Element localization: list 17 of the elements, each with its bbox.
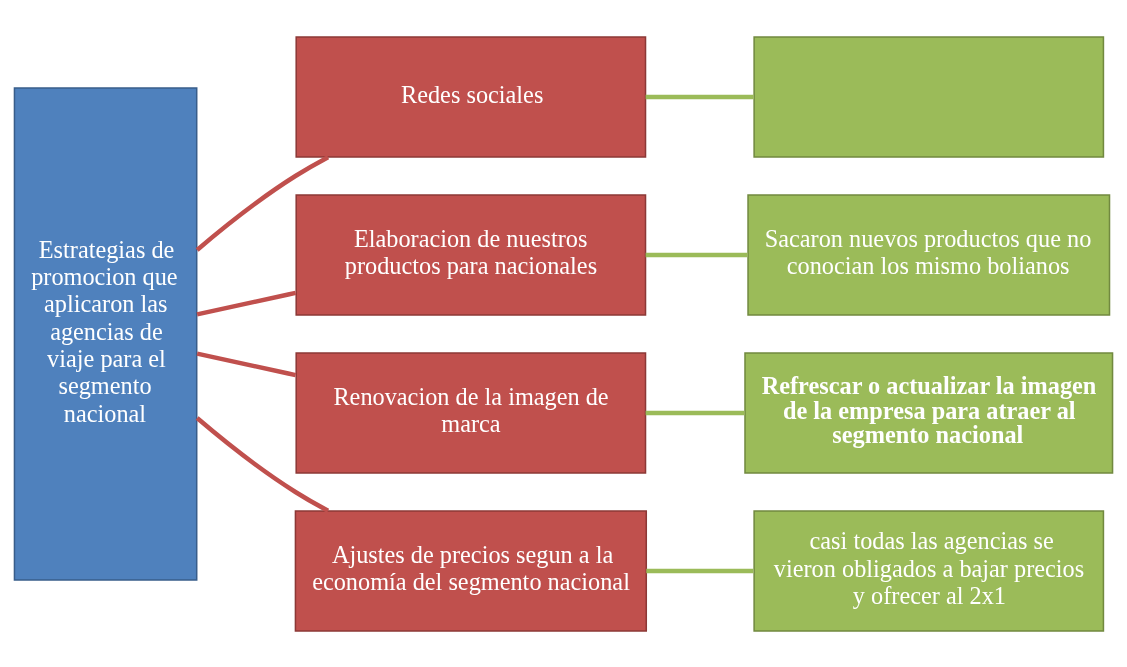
- node-box: Sacaron nuevos productos que no conocian los mismo bolianos: [747, 193, 1111, 316]
- node-box: [753, 35, 1105, 158]
- connector: [196, 290, 297, 317]
- node-box: Elaboracion de nuestros productos para nacionales: [295, 193, 647, 316]
- connector: [195, 154, 330, 252]
- node-box: Refrescar o actualizar la imagen de la empresa para atraer al segmento nacional: [744, 351, 1114, 474]
- node-box: Redes sociales: [295, 35, 647, 158]
- node-box: Estrategias de promocion que aplicaron las agencias de viaje para el segmento nacional: [13, 86, 198, 581]
- node-box: Ajustes de precios segun a la economía del segmento nacional: [294, 509, 648, 632]
- connector: [196, 350, 297, 377]
- connector: [645, 94, 754, 99]
- connector: [646, 568, 754, 573]
- node-box: Renovacion de la imagen de marca: [295, 351, 647, 474]
- connector: [645, 410, 745, 415]
- connector: [645, 252, 748, 257]
- node-box: casi todas las agencias se vieron obligados a bajar precios y ofrecer al 2x1: [753, 509, 1105, 632]
- connector: [195, 415, 330, 513]
